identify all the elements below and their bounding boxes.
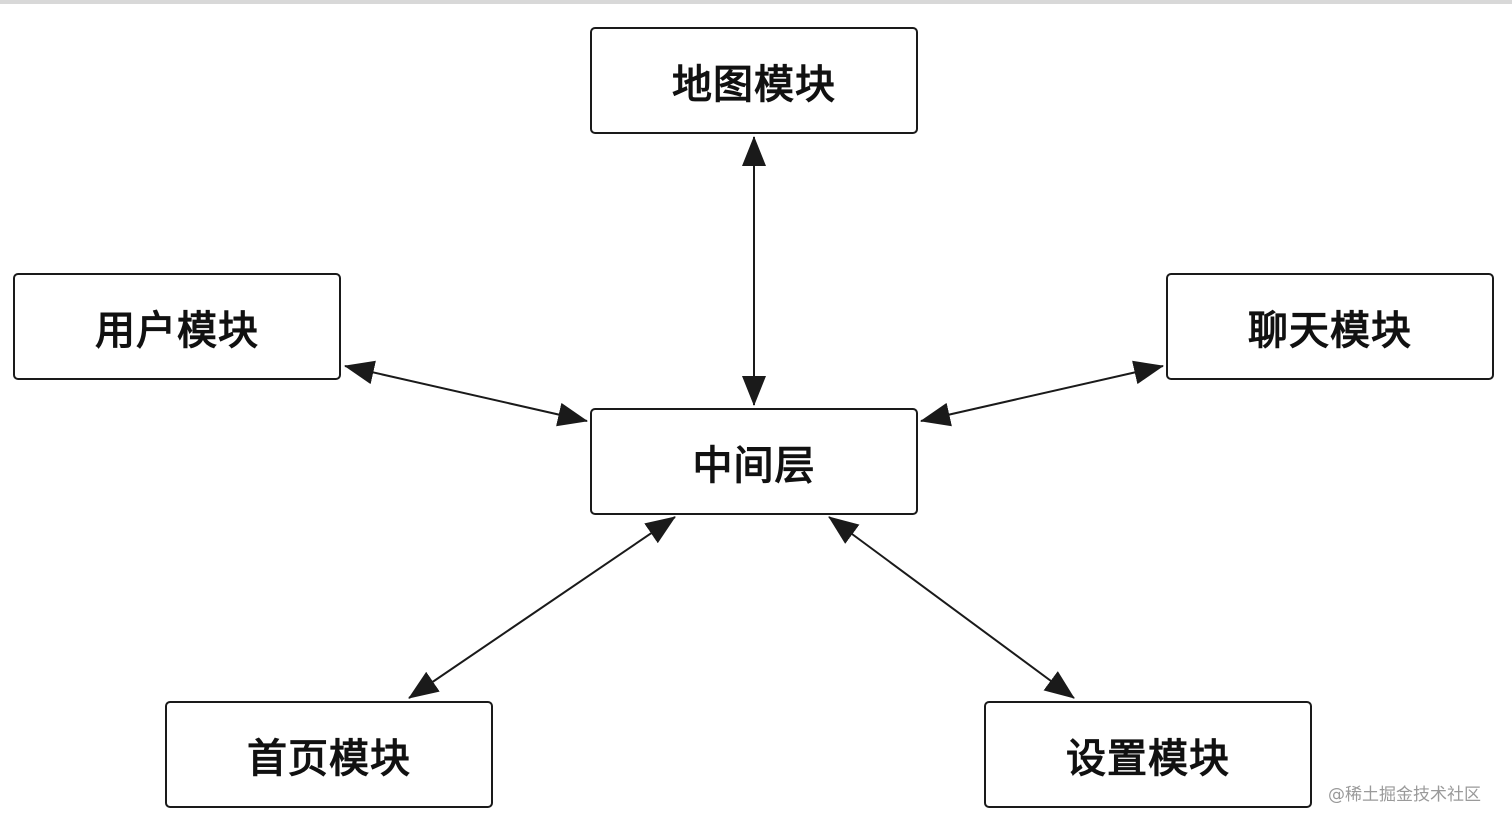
edge-middle-settings — [828, 516, 1075, 699]
node-middle-layer: 中间层 — [590, 408, 918, 515]
edge-middle-chat — [920, 360, 1164, 427]
node-home-module: 首页模块 — [165, 701, 493, 808]
watermark-label: @稀土掘金技术社区 — [1328, 785, 1481, 805]
node-user-module: 用户模块 — [13, 273, 341, 380]
top-divider — [0, 0, 1512, 4]
edge-middle-user — [344, 360, 588, 427]
node-map-module: 地图模块 — [590, 27, 918, 134]
node-settings-module: 设置模块 — [984, 701, 1312, 808]
node-chat-module: 聊天模块 — [1166, 273, 1494, 380]
edge-middle-home — [408, 516, 676, 699]
